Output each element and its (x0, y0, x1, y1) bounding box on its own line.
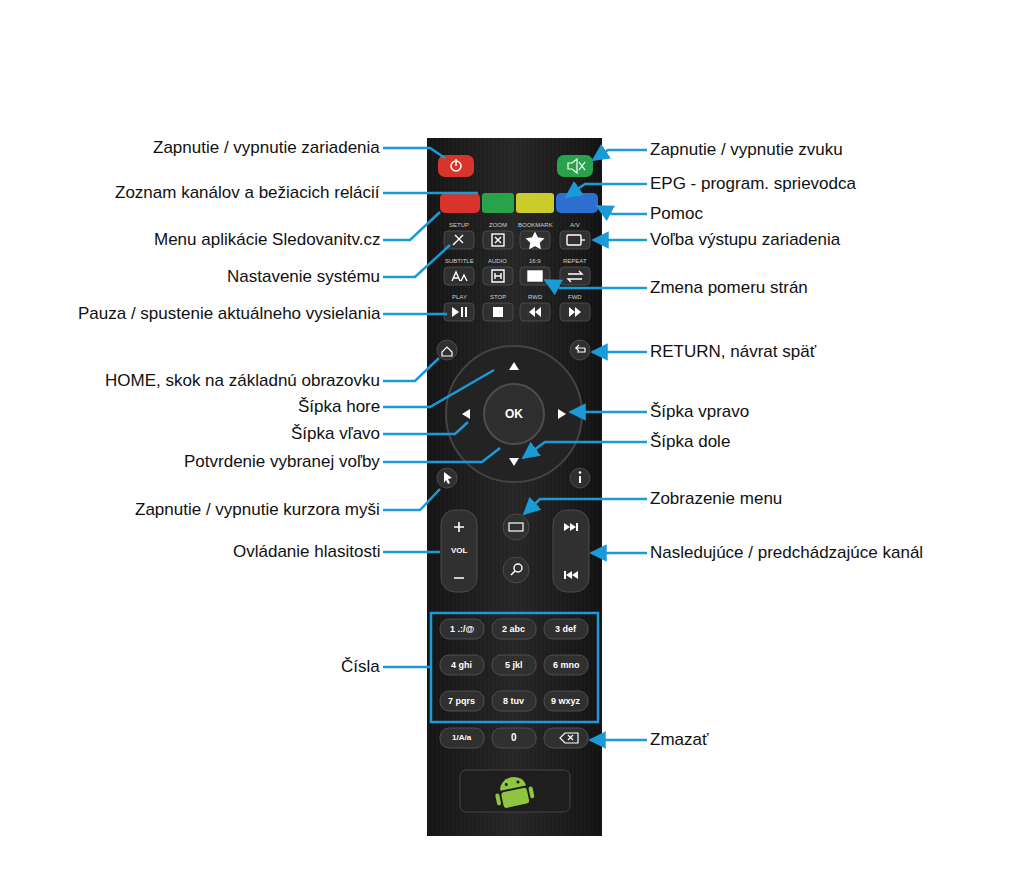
leader-line (383, 192, 478, 195)
callout-label: Ovládanie hlasitosti (233, 542, 380, 562)
callout-label: Zobrazenie menu (650, 489, 782, 509)
button-caption: A/V (570, 222, 580, 229)
callout-label: Nasledujúce / predchádzajúce kanál (650, 543, 923, 563)
key-text: 8 tuv (503, 696, 524, 706)
key-text: 7 pqrs (448, 696, 475, 706)
callout-label: Zmena pomeru strán (650, 278, 808, 298)
button-text: OK (505, 408, 523, 422)
callout-label: Nastavenie systému (227, 267, 380, 287)
callout-label: Zoznam kanálov a bežiacich relácií (115, 183, 380, 203)
button-caption: SETUP (449, 222, 469, 229)
key-text: 0 (511, 732, 517, 744)
key-text: 1/A/a (452, 733, 471, 742)
button-text: VOL (451, 546, 467, 555)
leader-line (591, 552, 647, 555)
button-caption: ZOOM (489, 222, 507, 229)
callout-label: Zmazať (650, 730, 708, 750)
leader-line (383, 245, 450, 277)
key-text: 6 mno (553, 660, 580, 670)
leader-line (383, 489, 440, 510)
button-caption: RWD (528, 294, 542, 301)
leader-line (593, 239, 647, 242)
button-caption: FWD (568, 294, 582, 301)
key-text: 3 def (555, 624, 576, 634)
button-caption: AUDIO (488, 258, 507, 265)
leader-line (593, 150, 647, 160)
leader-line (383, 212, 440, 240)
callout-label: Menu aplikácie Sledovanitv.cz (154, 230, 380, 250)
callout-label: Pauza / spustenie aktuálneho vysielania (78, 304, 380, 324)
callout-label: Potvrdenie vybranej voľby (184, 452, 380, 472)
button-caption: REPEAT (563, 258, 587, 265)
leader-line (597, 206, 647, 214)
button-caption: STOP (490, 294, 506, 301)
key-text: 9 wxyz (551, 696, 580, 706)
leader-line (383, 148, 445, 158)
leader-line (383, 313, 447, 316)
callout-label: Voľba výstupu zariadenia (650, 230, 840, 250)
remote-body (427, 138, 602, 836)
key-text: 4 ghi (451, 660, 472, 670)
callout-label: Šípka hore (298, 397, 380, 417)
leader-line (383, 422, 468, 434)
key-text: 5 jkl (505, 660, 523, 670)
callout-label: Šípka vľavo (291, 424, 380, 444)
callout-label: Pomoc (650, 204, 703, 224)
key-text: 1 .:/@ (450, 624, 474, 634)
leader-line (590, 739, 647, 742)
remote-buttons (431, 155, 598, 812)
key-text: 2 abc (502, 624, 525, 634)
leader-lines (383, 148, 647, 740)
callout-label: RETURN, návrat späť (650, 342, 816, 362)
button-caption: SUBTITLE (445, 258, 474, 265)
leader-line (383, 358, 439, 381)
leader-line (566, 184, 647, 197)
callout-label: Čísla (341, 657, 380, 677)
number-frame (431, 613, 598, 722)
callout-label: EPG - program. sprievodca (650, 174, 856, 194)
leader-line (383, 370, 494, 407)
leader-line (545, 280, 647, 288)
leader-line (383, 448, 500, 462)
leader-line (570, 411, 647, 414)
button-caption: PLAY (452, 294, 467, 301)
leader-line (383, 551, 440, 554)
leader-line (524, 499, 647, 514)
leader-line (592, 351, 647, 354)
callout-label: Šípka dole (650, 432, 730, 452)
leader-line (383, 666, 430, 669)
leader-line (523, 442, 647, 458)
callout-label: Zapnutie / vypnutie zvuku (650, 140, 843, 160)
callout-label: Zapnutie / vypnutie kurzora myši (135, 500, 380, 520)
callout-label: Zapnutie / vypnutie zariadenia (153, 138, 380, 158)
callout-label: Šípka vpravo (650, 402, 749, 422)
button-caption: 16:9 (529, 258, 541, 265)
callout-label: HOME, skok na základnú obrazovku (105, 371, 380, 391)
button-caption: BOOKMARK (518, 222, 553, 229)
